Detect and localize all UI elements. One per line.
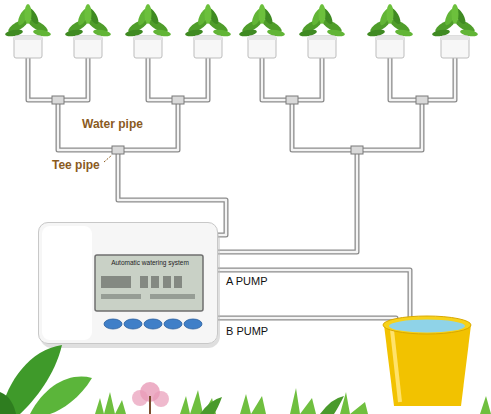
pump-label: A PUMP — [224, 275, 270, 287]
controller-box: Automatic watering system — [38, 222, 218, 344]
screen-title: Automatic watering system — [96, 259, 204, 266]
part-label: Tee pipe — [50, 158, 102, 172]
part-label: Water pipe — [80, 117, 145, 131]
pump-label: B PUMP — [224, 325, 270, 337]
